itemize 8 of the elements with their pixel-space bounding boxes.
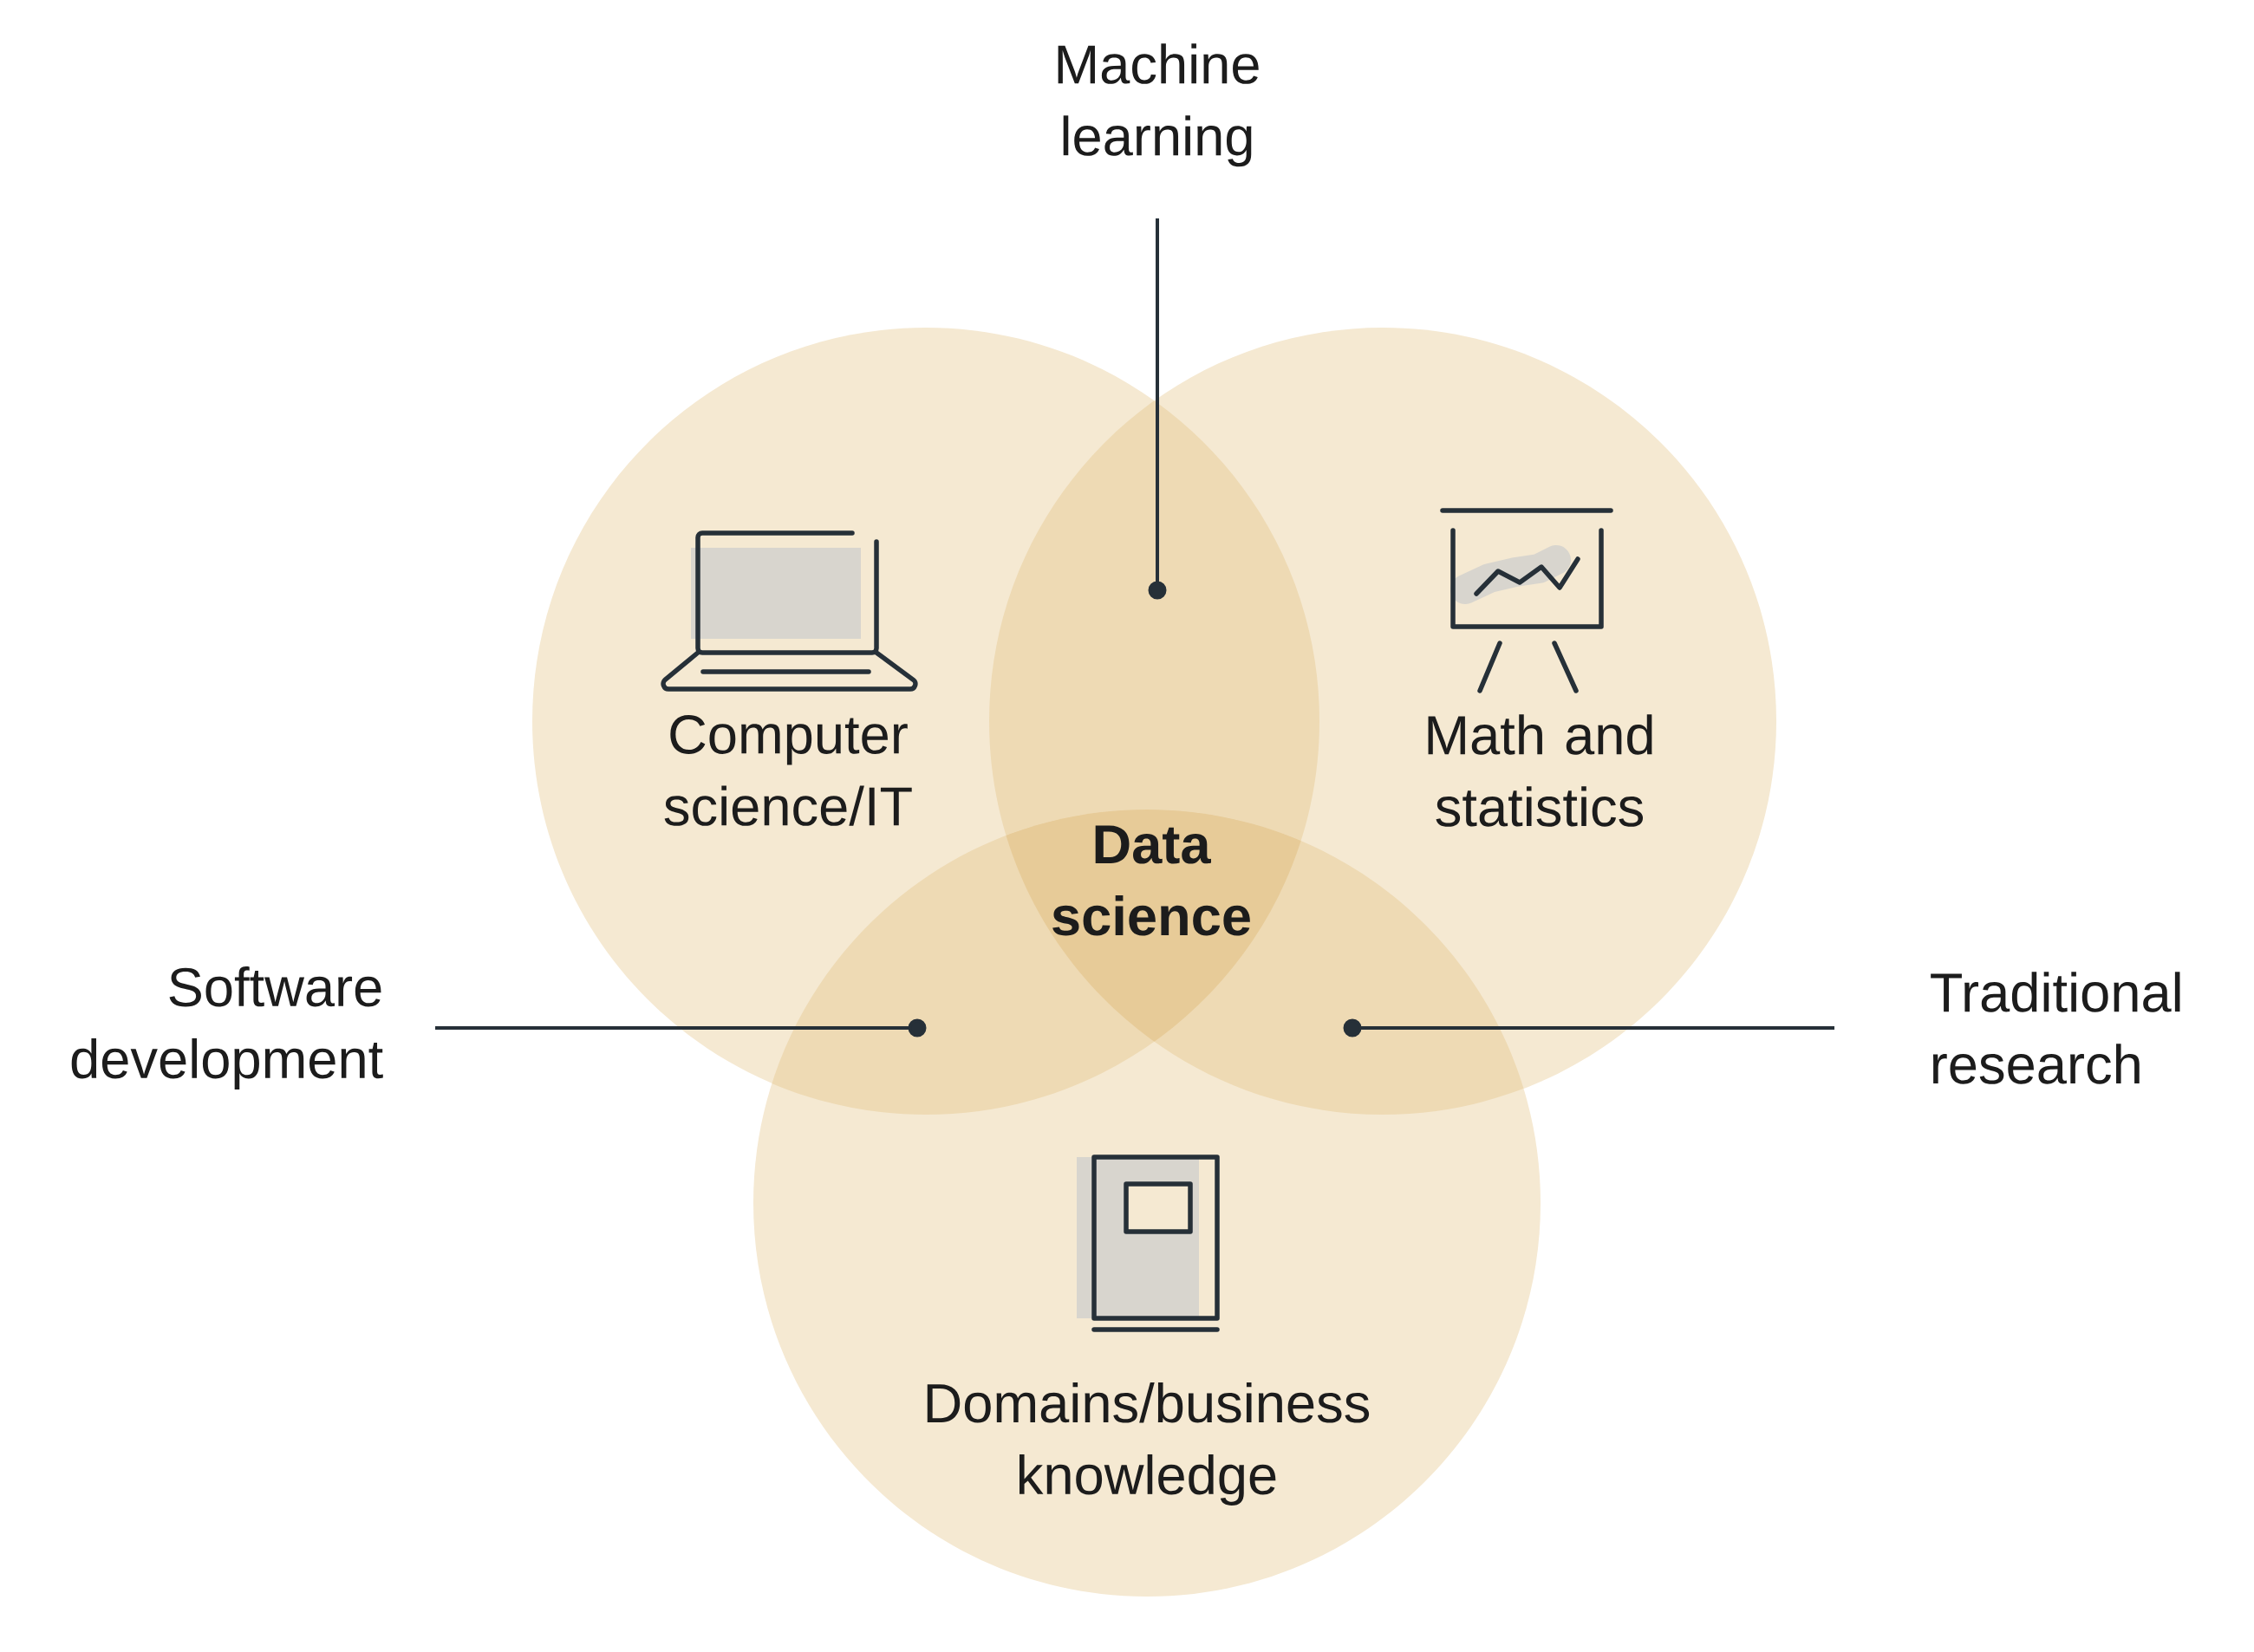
region-label: Data science	[1052, 825, 1250, 936]
node-label: Domains/business knowledge	[927, 1382, 1370, 1506]
leader-line	[1148, 218, 1167, 600]
callout-label: Machine learning	[1058, 43, 1259, 167]
callout-label: Software development	[71, 966, 383, 1089]
leader-line	[1343, 1018, 1834, 1037]
leader-line	[435, 1018, 927, 1037]
callout-label: Traditional research	[1931, 972, 2180, 1084]
